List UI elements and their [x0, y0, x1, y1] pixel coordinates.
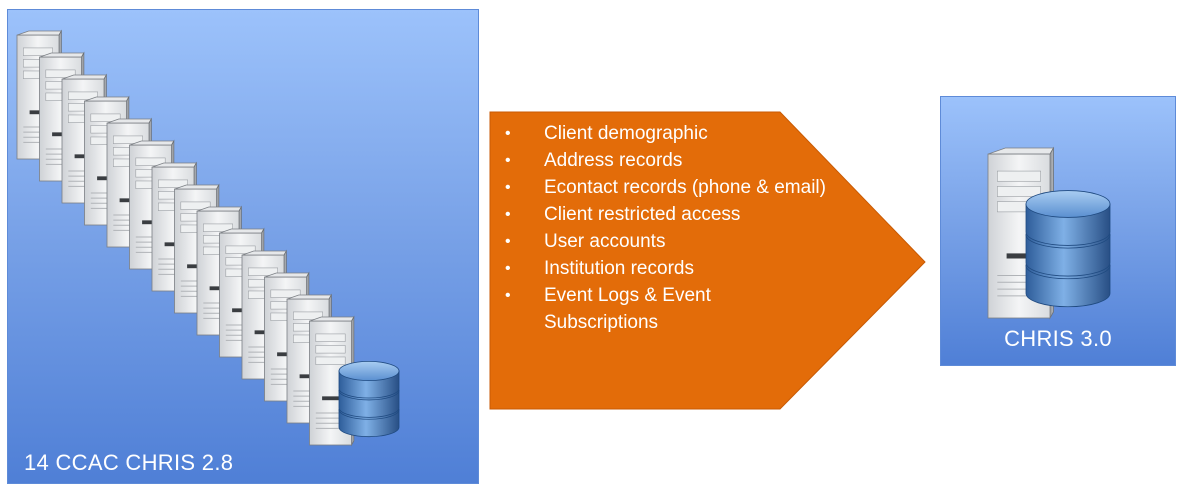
database-icon: [1025, 190, 1111, 308]
source-label: 14 CCAC CHRIS 2.8: [24, 450, 234, 475]
target-panel: CHRIS 3.0: [940, 96, 1176, 366]
migration-item: Address records: [500, 147, 830, 174]
migration-item: Client demographic: [500, 120, 830, 147]
migration-item: Client restricted access: [500, 201, 830, 228]
database-icon: [338, 360, 400, 438]
migration-item: Event Logs & Event Subscriptions: [500, 282, 830, 336]
migration-items: Client demographicAddress recordsEcontac…: [500, 120, 830, 336]
migration-item: User accounts: [500, 228, 830, 255]
source-panel: 14 CCAC CHRIS 2.8: [7, 9, 479, 484]
target-server: [987, 146, 1111, 320]
migration-item: Econtact records (phone & email): [500, 174, 830, 201]
target-label: CHRIS 3.0: [1004, 326, 1112, 351]
server-stack: [16, 29, 400, 447]
migration-item: Institution records: [500, 255, 830, 282]
